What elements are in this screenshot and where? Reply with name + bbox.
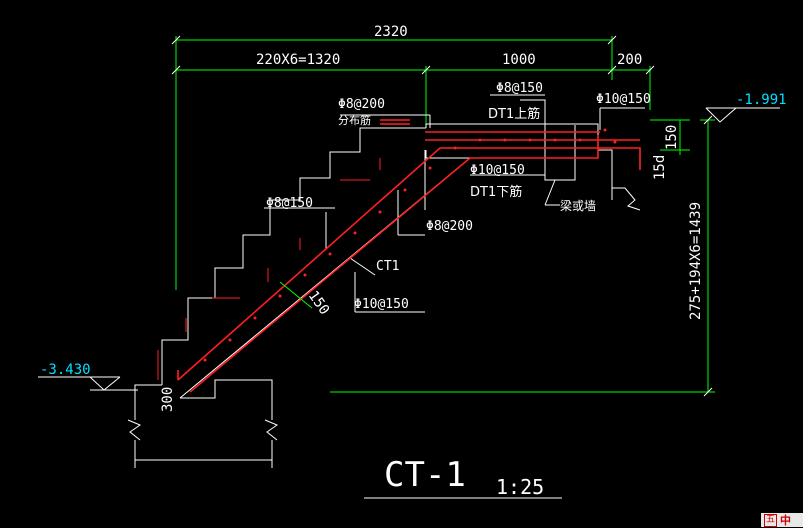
title-block: CT-1 1:25: [364, 455, 562, 499]
elevation-marker-bottom: [38, 376, 138, 391]
elevation-bottom: -3.430: [40, 362, 91, 378]
ime-icon: 五: [764, 513, 777, 527]
rebar: [157, 119, 641, 393]
dim-height: 275+194X6=1439: [688, 202, 704, 320]
label-dist-bar-note: 分布筋: [338, 113, 371, 127]
drawing-title: CT-1: [384, 455, 466, 495]
label-bottom-bar: Φ10@150: [470, 163, 525, 178]
dim-total-width: 2320: [374, 24, 408, 40]
dimension-texts: 2320 220X6=1320 1000 200 275+194X6=1439 …: [160, 24, 704, 412]
dim-landing-width: 1000: [502, 52, 536, 68]
dim-steps-width: 220X6=1320: [256, 52, 340, 68]
annotation-texts: Φ8@200 分布筋 Φ8@150 DT1上筋 Φ10@150 Φ10@150 …: [266, 81, 651, 312]
label-dt1-top: DT1上筋: [488, 106, 540, 122]
label-stirrup-bar: Φ8@200: [426, 219, 473, 234]
label-beam-wall: 梁或墙: [560, 198, 596, 213]
elevation-texts: -1.991 -3.430: [40, 92, 787, 378]
label-dt1-bottom: DT1下筋: [470, 184, 522, 200]
elevation-marker-top: [705, 107, 780, 123]
stair-outline: [127, 94, 645, 468]
label-slab-bar: Φ10@150: [354, 297, 409, 312]
dimension-ticks: [171, 35, 713, 397]
label-step-bar: Φ8@150: [266, 196, 313, 211]
dimension-lines: [175, 36, 715, 393]
label-end-bar: Φ10@150: [596, 92, 651, 107]
dim-landing-thk: 150: [664, 125, 680, 150]
dim-end-width: 200: [617, 52, 642, 68]
rebar-dots: [203, 128, 617, 362]
slab-thickness-line: [279, 281, 313, 309]
ime-label: 中: [780, 514, 791, 527]
dim-bottom-thk: 300: [160, 387, 176, 412]
label-member: CT1: [376, 259, 399, 274]
dim-anchor: 15d: [652, 155, 668, 180]
ime-indicator[interactable]: 五 中: [761, 513, 803, 527]
label-top-bar: Φ8@150: [496, 81, 543, 96]
elevation-top: -1.991: [736, 92, 787, 108]
label-dist-bar: Φ8@200: [338, 97, 385, 112]
drawing-scale: 1:25: [496, 475, 544, 499]
